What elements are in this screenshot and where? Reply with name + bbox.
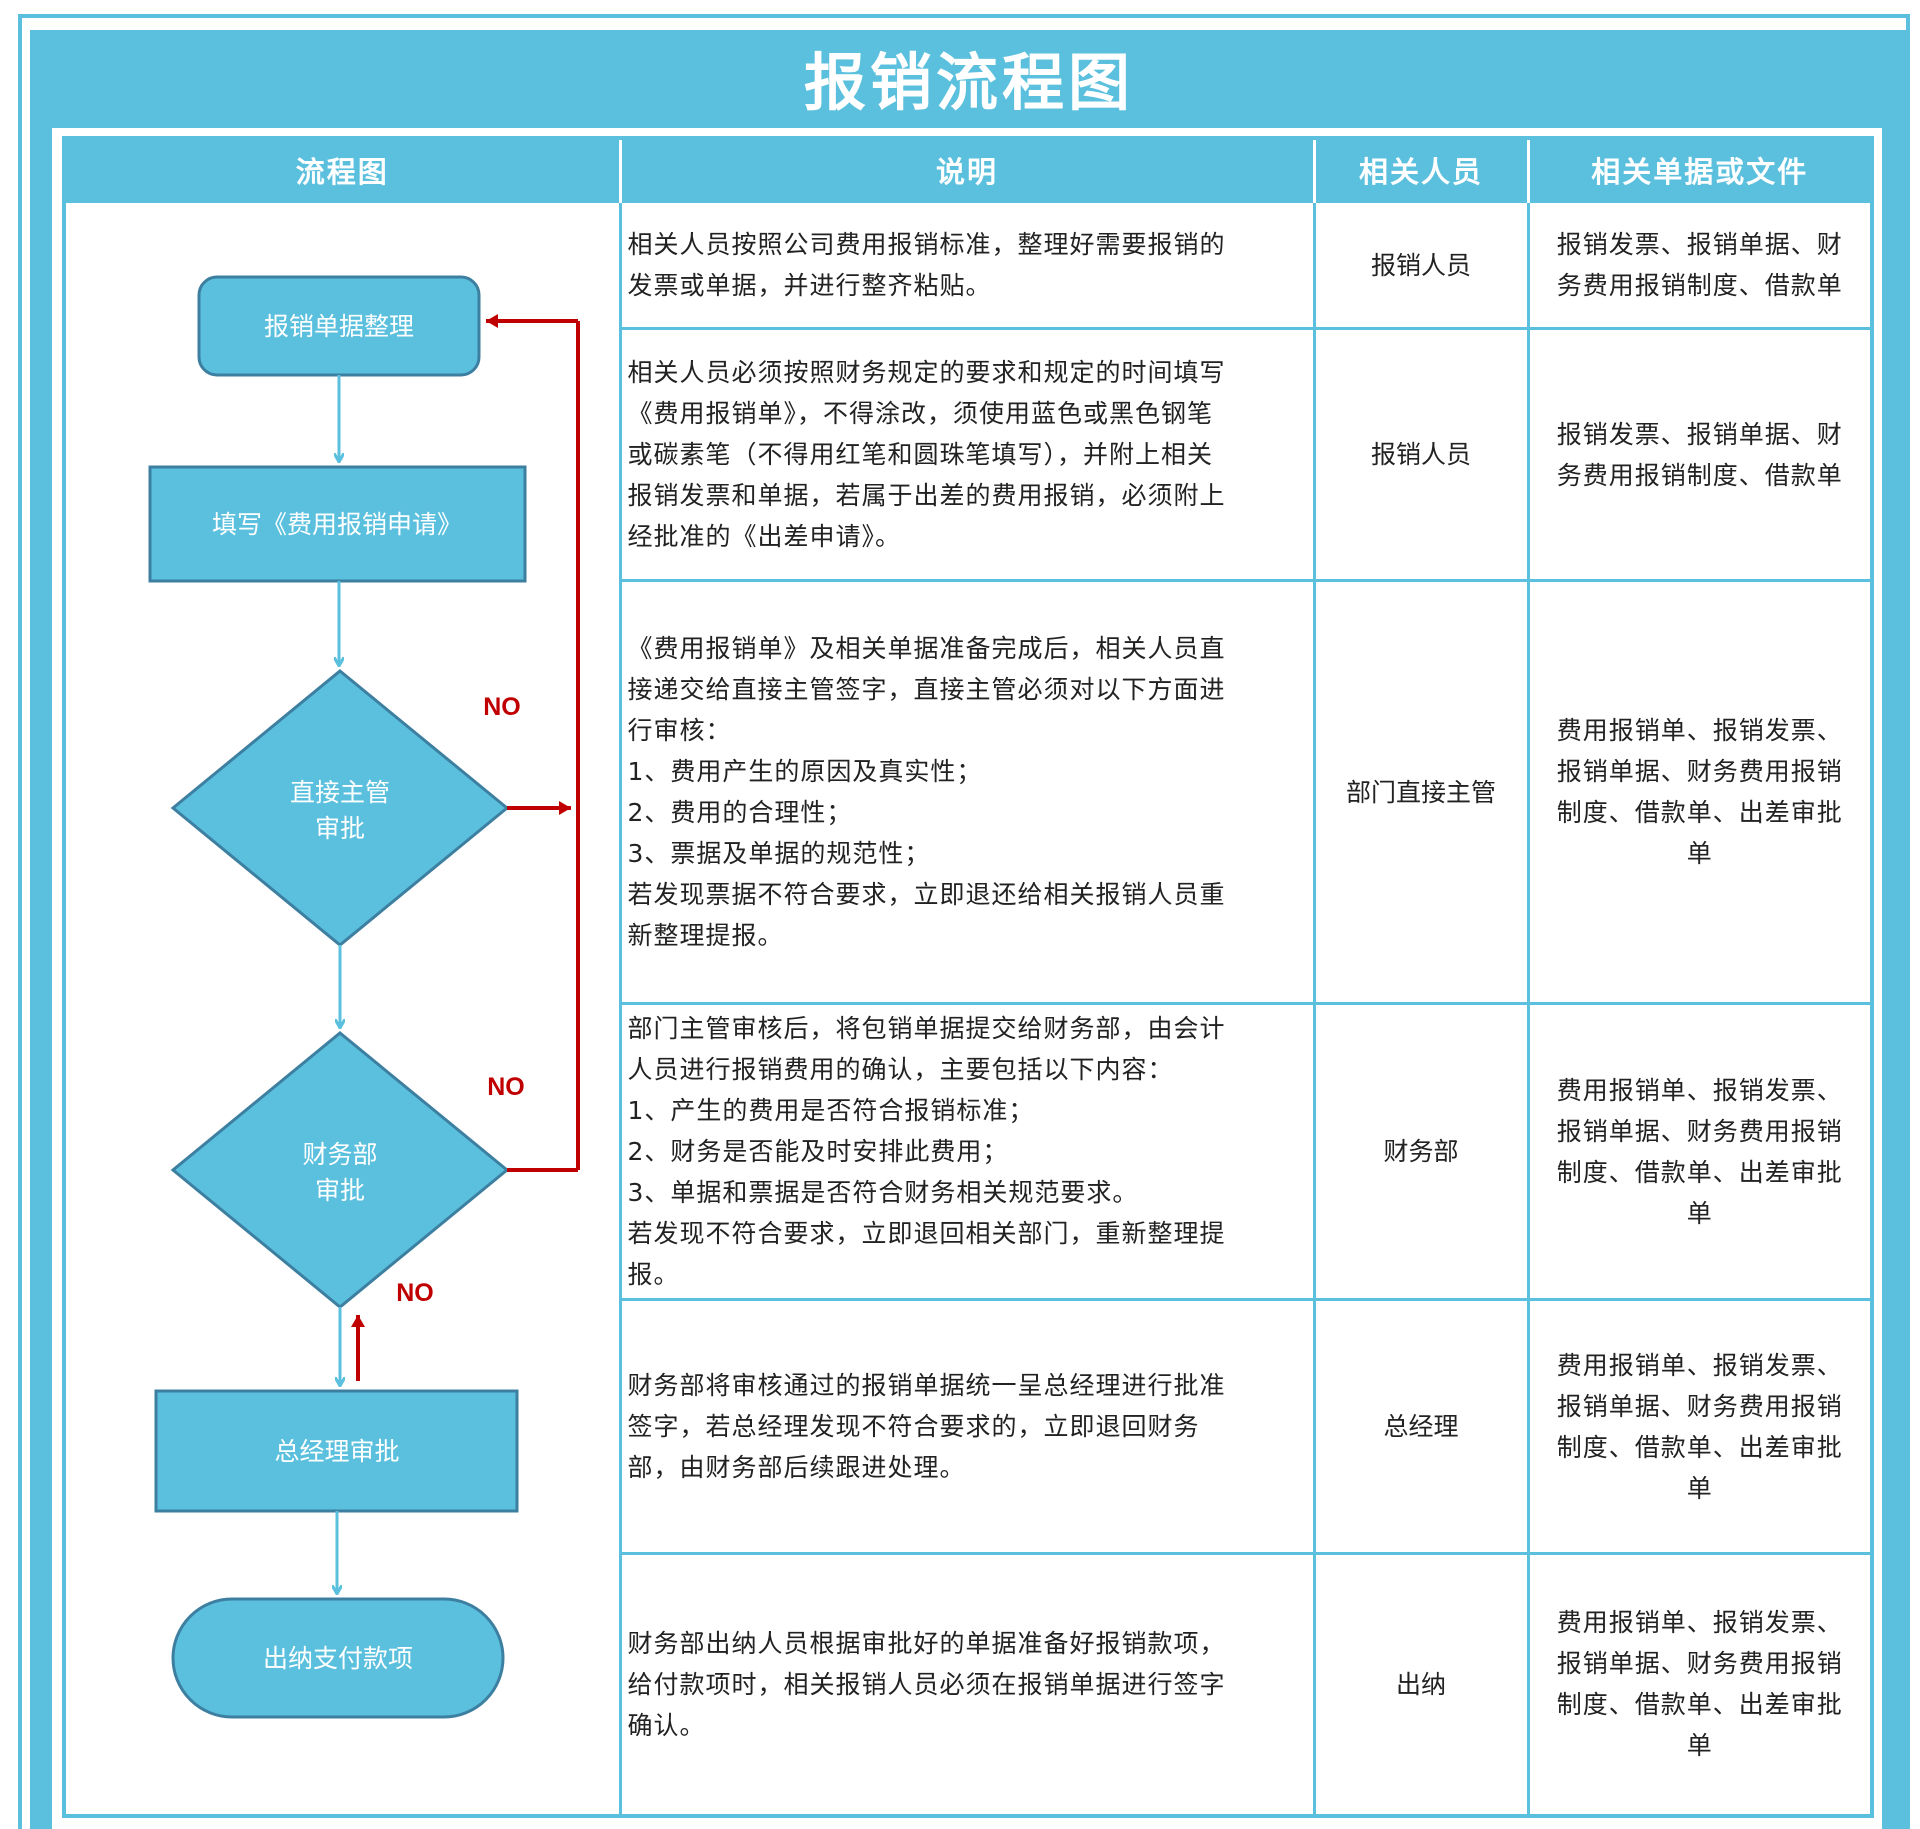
- desc-line: 财务部将审核通过的报销单据统一呈总经理进行批准: [627, 1371, 1226, 1400]
- row6-docs: 费用报销单、报销发票、 报销单据、财务费用报销 制度、借款单、出差审批 单: [1526, 1552, 1874, 1817]
- no-label-finance: NO: [487, 1073, 525, 1101]
- desc-line: 部，由财务部后续跟进处理。: [627, 1453, 966, 1482]
- node-cashier-payment-label: 出纳支付款项: [263, 1644, 413, 1673]
- row5-docs: 费用报销单、报销发票、 报销单据、财务费用报销 制度、借款单、出差审批 单: [1526, 1298, 1874, 1555]
- docs-line: 费用报销单、报销发票、: [1556, 1350, 1843, 1380]
- flowchart: 报销单据整理 填写《费用报销申请》 直接主管 审批 财务部 审批 总经理审批: [148, 275, 580, 1719]
- docs-line: 报销发票、报销单据、财: [1556, 419, 1843, 449]
- row1-docs: 报销发票、报销单据、财 务费用报销制度、借款单: [1526, 200, 1874, 330]
- desc-line: 若发现票据不符合要求，立即退还给相关报销人员重: [627, 880, 1226, 909]
- row2-description: 相关人员必须按照财务规定的要求和规定的时间填写 《费用报销单》，不得涂改，须使用…: [618, 327, 1316, 582]
- desc-line: 或碳素笔（不得用红笔和圆珠笔填写），并附上相关: [627, 440, 1214, 469]
- node-cashier-payment: [171, 1597, 505, 1719]
- desc-line: 若发现不符合要求，立即退回相关部门，重新整理提: [627, 1219, 1226, 1248]
- row1-person: 报销人员: [1312, 200, 1530, 330]
- desc-line: 相关人员按照公司费用报销标准，整理好需要报销的: [627, 230, 1226, 259]
- table-row: 部门主管审核后，将包销单据提交给财务部，由会计 人员进行报销费用的确认，主要包括…: [64, 1002, 1874, 1301]
- desc-line: 1、产生的费用是否符合报销标准；: [627, 1096, 1035, 1125]
- docs-line: 制度、借款单、出差审批: [1556, 1432, 1843, 1462]
- outer-frame: [18, 14, 1910, 1829]
- docs-line: 费用报销单、报销发票、: [1556, 1075, 1843, 1105]
- docs-line: 制度、借款单、出差审批: [1556, 1157, 1843, 1187]
- row2-docs: 报销发票、报销单据、财 务费用报销制度、借款单: [1526, 327, 1874, 582]
- row6-person: 出纳: [1312, 1552, 1530, 1817]
- header-row: 流程图 说明 相关人员 相关单据或文件: [64, 138, 1872, 202]
- row4-description: 部门主管审核后，将包销单据提交给财务部，由会计 人员进行报销费用的确认，主要包括…: [618, 1002, 1316, 1301]
- row2-person: 报销人员: [1312, 327, 1530, 582]
- node-organize-receipts-label: 报销单据整理: [264, 312, 414, 341]
- desc-line: 人员进行报销费用的确认，主要包括以下内容：: [627, 1055, 1174, 1084]
- docs-line: 费用报销单、报销发票、: [1556, 716, 1843, 745]
- docs-line: 报销单据、财务费用报销: [1556, 757, 1843, 786]
- table-row: 财务部出纳人员根据审批好的单据准备好报销款项， 给付款项时，相关报销人员必须在报…: [64, 1552, 1874, 1817]
- desc-line: 接递交给直接主管签字，直接主管必须对以下方面进: [627, 675, 1226, 704]
- node-supervisor-approval: [170, 669, 510, 947]
- table-row: 相关人员必须按照财务规定的要求和规定的时间填写 《费用报销单》，不得涂改，须使用…: [64, 327, 1874, 582]
- desc-line: 相关人员必须按照财务规定的要求和规定的时间填写: [627, 358, 1226, 387]
- docs-line: 单: [1686, 1473, 1713, 1503]
- desc-line: 2、财务是否能及时安排此费用；: [627, 1137, 1009, 1166]
- docs-line: 制度、借款单、出差审批: [1556, 1690, 1843, 1720]
- row5-person: 总经理: [1312, 1298, 1530, 1555]
- node-finance-approval-line1: 财务部: [302, 1140, 377, 1169]
- node-fill-application-label: 填写《费用报销申请》: [212, 510, 462, 539]
- docs-line: 单: [1686, 1731, 1713, 1761]
- desc-line: 财务部出纳人员根据审批好的单据准备好报销款项，: [627, 1628, 1226, 1658]
- desc-line: 给付款项时，相关报销人员必须在报销单据进行签字: [627, 1669, 1226, 1699]
- table-row: 财务部将审核通过的报销单据统一呈总经理进行批准 签字，若总经理发现不符合要求的，…: [64, 1298, 1874, 1555]
- docs-line: 报销发票、报销单据、财: [1556, 230, 1843, 259]
- desc-line: 经批准的《出差申请》。: [627, 522, 902, 551]
- header-personnel: 相关人员: [1312, 138, 1528, 202]
- node-fill-application: [148, 465, 527, 583]
- desc-line: 《费用报销单》及相关单据准备完成后，相关人员直: [627, 634, 1226, 663]
- desc-line: 部门主管审核后，将包销单据提交给财务部，由会计: [627, 1014, 1226, 1043]
- node-finance-approval: [170, 1031, 510, 1309]
- desc-line: 3、单据和票据是否符合财务相关规范要求。: [627, 1178, 1139, 1207]
- docs-line: 报销单据、财务费用报销: [1556, 1649, 1843, 1679]
- desc-line: 行审核：: [627, 716, 732, 745]
- desc-line: 发票或单据，并进行整齐粘贴。: [627, 271, 992, 300]
- node-supervisor-approval-line2: 审批: [315, 814, 365, 843]
- desc-line: 签字，若总经理发现不符合要求的，立即退回财务: [627, 1412, 1200, 1441]
- docs-line: 务费用报销制度、借款单: [1556, 460, 1843, 490]
- node-supervisor-approval-line1: 直接主管: [290, 778, 390, 807]
- desc-line: 报。: [627, 1260, 680, 1289]
- no-label-gm: NO: [396, 1279, 434, 1307]
- row3-description: 《费用报销单》及相关单据准备完成后，相关人员直 接递交给直接主管签字，直接主管必…: [618, 579, 1316, 1005]
- docs-line: 费用报销单、报销发票、: [1556, 1608, 1843, 1638]
- desc-line: 1、费用产生的原因及真实性；: [627, 757, 983, 786]
- desc-line: 2、费用的合理性；: [627, 798, 853, 827]
- page-title: 报销流程图: [803, 46, 1134, 119]
- docs-line: 报销单据、财务费用报销: [1556, 1391, 1843, 1421]
- row4-docs: 费用报销单、报销发票、 报销单据、财务费用报销 制度、借款单、出差审批 单: [1526, 1002, 1874, 1301]
- node-gm-approval: [154, 1389, 519, 1513]
- docs-line: 报销单据、财务费用报销: [1556, 1116, 1843, 1146]
- desc-line: 《费用报销单》，不得涂改，须使用蓝色或黑色钢笔: [627, 399, 1214, 428]
- table-row: 《费用报销单》及相关单据准备完成后，相关人员直 接递交给直接主管签字，直接主管必…: [64, 579, 1874, 1005]
- header-documents: 相关单据或文件: [1526, 138, 1872, 202]
- no-label-supervisor: NO: [483, 693, 521, 721]
- row1-description: 相关人员按照公司费用报销标准，整理好需要报销的 发票或单据，并进行整齐粘贴。: [618, 200, 1316, 330]
- table-row: 报销单据整理 填写《费用报销申请》 直接主管 审批 财务部 审批 总经理审批: [62, 200, 1874, 1817]
- docs-line: 务费用报销制度、借款单: [1556, 271, 1843, 300]
- flowchart-cell: 报销单据整理 填写《费用报销申请》 直接主管 审批 财务部 审批 总经理审批: [62, 200, 622, 1817]
- node-gm-approval-label: 总经理审批: [274, 1437, 399, 1466]
- desc-line: 新整理提报。: [627, 921, 784, 950]
- process-table: 流程图 说明 相关人员 相关单据或文件: [62, 136, 1874, 1818]
- row5-description: 财务部将审核通过的报销单据统一呈总经理进行批准 签字，若总经理发现不符合要求的，…: [618, 1298, 1316, 1555]
- header-description: 说明: [618, 138, 1314, 202]
- desc-line: 确认。: [627, 1710, 706, 1740]
- row4-person: 财务部: [1312, 1002, 1530, 1301]
- row3-docs: 费用报销单、报销发票、 报销单据、财务费用报销 制度、借款单、出差审批 单: [1526, 579, 1874, 1005]
- docs-line: 制度、借款单、出差审批: [1556, 798, 1843, 827]
- header-flowchart: 流程图: [64, 138, 620, 202]
- docs-line: 单: [1686, 839, 1713, 868]
- docs-line: 单: [1686, 1198, 1713, 1228]
- desc-line: 报销发票和单据，若属于出差的费用报销，必须附上: [627, 481, 1226, 510]
- node-finance-approval-line2: 审批: [315, 1176, 365, 1205]
- row3-person: 部门直接主管: [1312, 579, 1530, 1005]
- desc-line: 3、票据及单据的规范性；: [627, 839, 931, 868]
- row6-description: 财务部出纳人员根据审批好的单据准备好报销款项， 给付款项时，相关报销人员必须在报…: [618, 1552, 1316, 1817]
